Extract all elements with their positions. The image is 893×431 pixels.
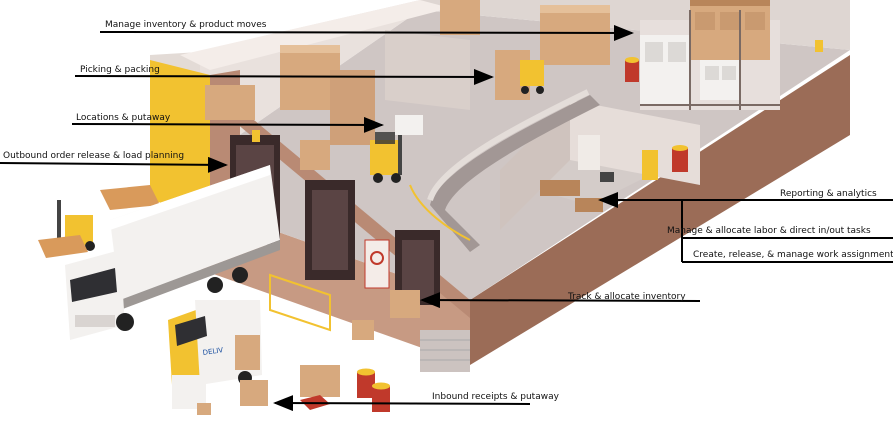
wall-sign [252, 130, 260, 142]
office-cabinet [578, 135, 600, 170]
label-outbound-release: Outbound order release & load planning [3, 151, 184, 162]
label-inbound-receipts: Inbound receipts & putaway [432, 392, 559, 403]
office-monitor [600, 172, 614, 182]
arrow-picking-packing [75, 76, 492, 77]
office-window [575, 198, 603, 212]
partition-mid [385, 30, 470, 110]
office-door [642, 150, 658, 180]
label-reporting: Reporting & analytics [780, 189, 877, 200]
arrow-inbound-receipts [275, 403, 530, 404]
label-locations-putaway: Locations & putaway [76, 113, 170, 124]
stairs [420, 330, 470, 372]
label-work-assignments: Create, release, & manage work assignmen… [693, 250, 893, 261]
arrow-inventory-moves [100, 32, 632, 33]
label-inventory-moves: Manage inventory & product moves [105, 20, 267, 31]
label-picking-packing: Picking & packing [80, 65, 160, 76]
label-track-inventory: Track & allocate inventory [568, 292, 686, 303]
office-desk [540, 180, 580, 196]
wall-sign [815, 40, 823, 52]
label-labor: Manage & allocate labor & direct in/out … [667, 226, 871, 237]
arrow-locations-putaway [72, 124, 382, 125]
